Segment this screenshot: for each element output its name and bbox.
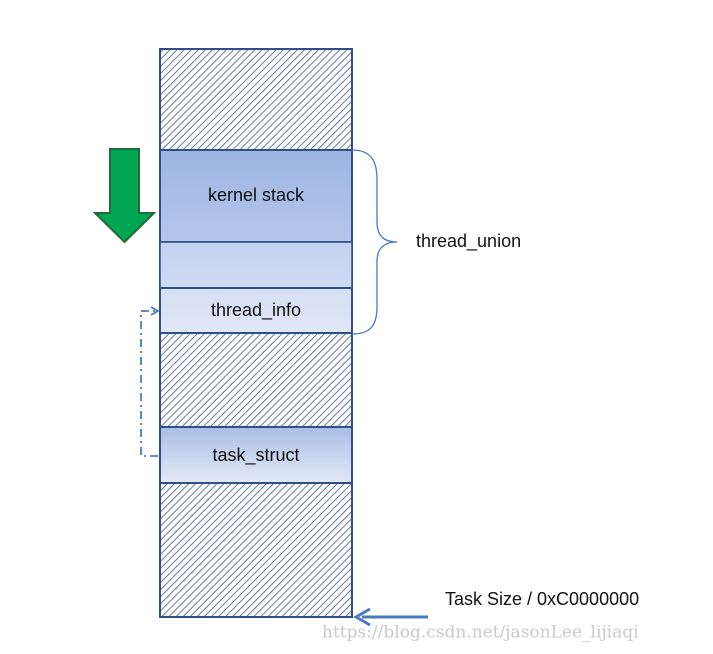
thread-union-label: thread_union: [416, 231, 521, 252]
dash-dot-pointer-icon: [140, 306, 160, 457]
green-down-arrow-icon: [92, 148, 157, 244]
kernel-stack-block: [159, 149, 353, 243]
kernel-stack-label: kernel stack: [208, 185, 305, 205]
thread-info-block: [159, 287, 353, 334]
task-struct-block: [159, 426, 353, 484]
thread-union-brace-icon: [351, 149, 398, 335]
stack-free-space-block: [159, 241, 353, 289]
thread-info-label: thread_info: [211, 300, 301, 321]
task-struct-label: task_struct: [212, 445, 299, 466]
left-arrow-icon: [352, 607, 371, 627]
task-size-label: Task Size / 0xC0000000: [445, 589, 639, 609]
watermark-text: https://blog.csdn.net/jasonLee_lijiaqi: [322, 623, 639, 643]
